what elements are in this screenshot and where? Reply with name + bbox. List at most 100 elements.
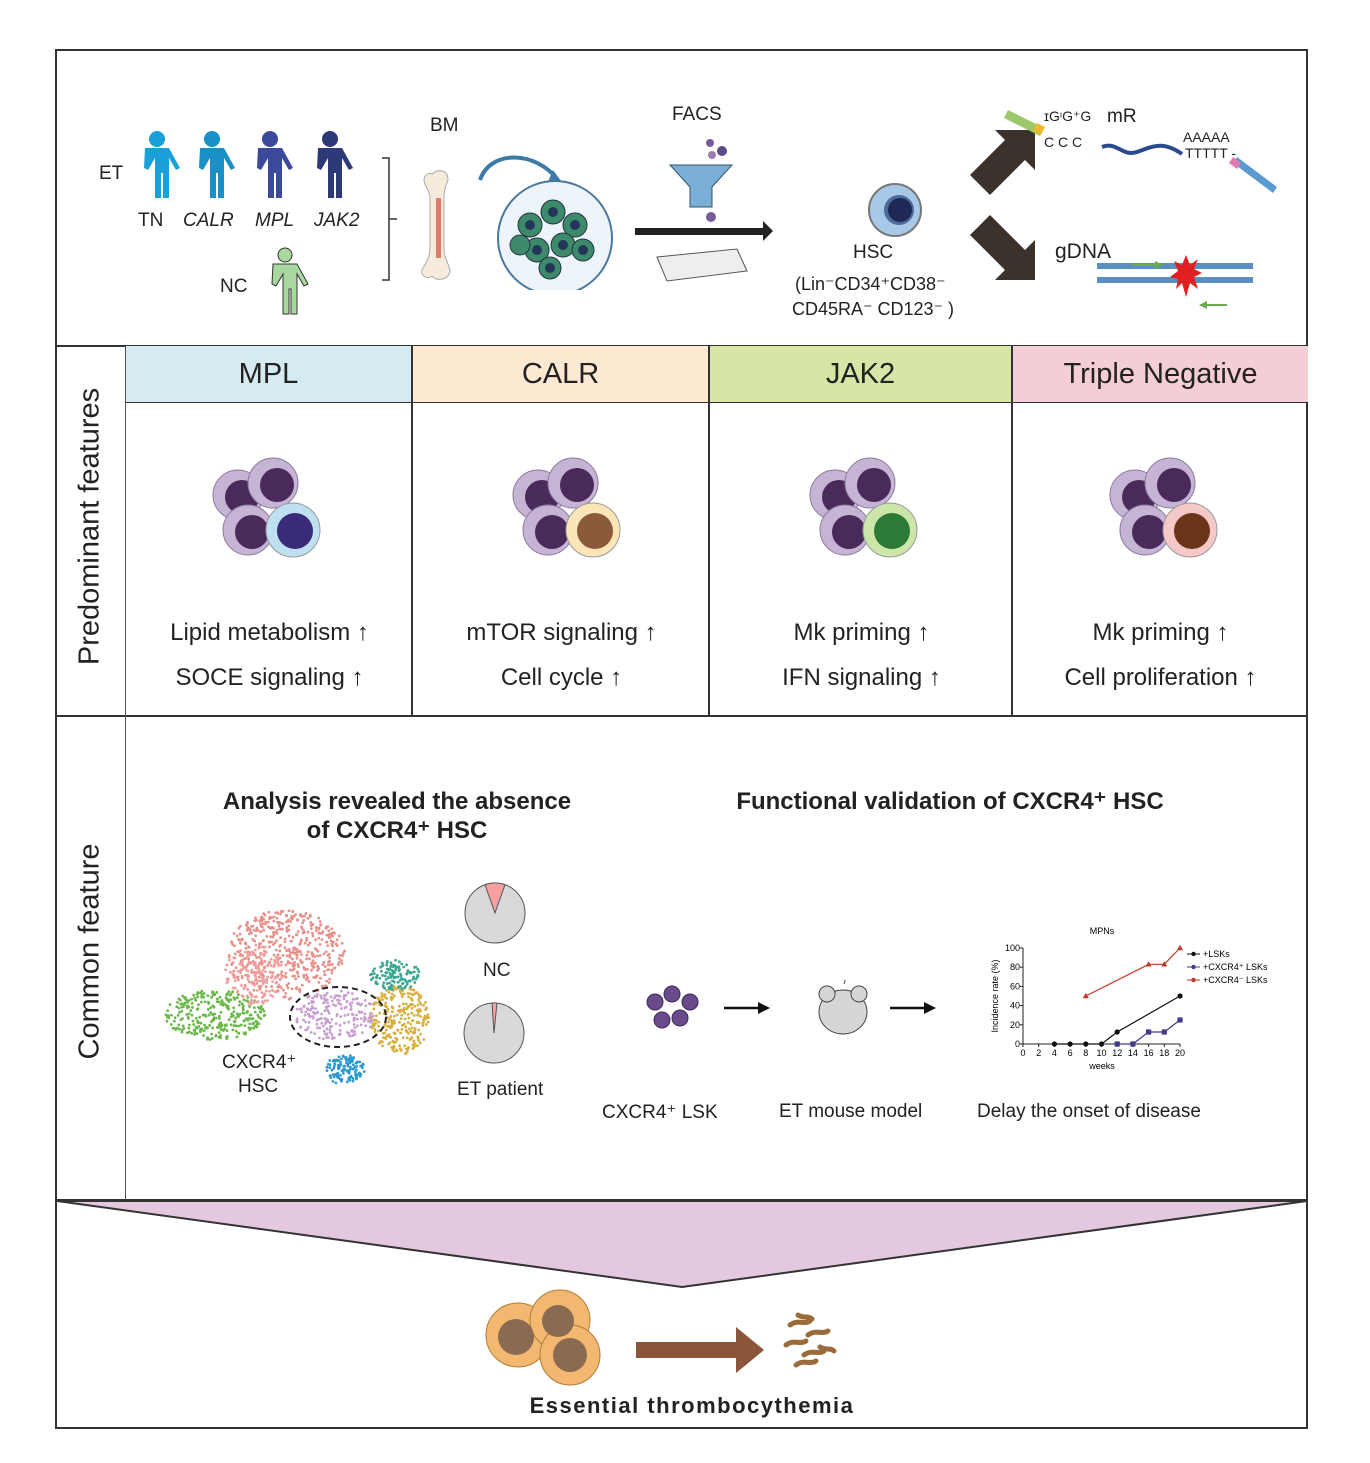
x-tick-label: 16 <box>1144 1048 1154 1058</box>
umap-point <box>304 912 308 915</box>
umap-point <box>181 1024 185 1028</box>
arrow-right-icon <box>636 1327 764 1373</box>
umap-point <box>382 1036 385 1039</box>
umap-point <box>270 926 274 929</box>
umap-point <box>390 1010 394 1014</box>
umap-point <box>261 961 265 965</box>
umap-point <box>226 1035 229 1038</box>
umap-point <box>279 972 283 976</box>
umap-point <box>392 994 396 998</box>
facs-label: FACS <box>672 104 722 125</box>
umap-point <box>311 931 314 935</box>
umap-point <box>275 916 279 920</box>
cell-nucleus <box>857 468 891 502</box>
umap-point <box>237 937 240 941</box>
umap-point <box>311 934 315 938</box>
lsk-label: CXCR4⁺ LSK <box>602 1102 718 1123</box>
umap-point <box>416 1044 419 1048</box>
umap-point <box>182 1027 186 1030</box>
umap-point <box>373 1030 377 1034</box>
umap-point <box>399 1048 403 1052</box>
umap-point <box>399 1017 403 1021</box>
umap-point <box>418 1041 422 1045</box>
feature-item: IFN signaling ↑ <box>782 664 941 691</box>
umap-point <box>307 957 311 961</box>
umap-point <box>248 1013 252 1017</box>
umap-point <box>176 1026 179 1030</box>
umap-point <box>285 949 288 953</box>
umap-point <box>306 916 310 920</box>
umap-point <box>215 990 219 994</box>
umap-point <box>332 1066 336 1070</box>
umap-point <box>407 995 410 999</box>
x-tick-label: 0 <box>1020 1048 1025 1058</box>
umap-label: HSC <box>238 1076 279 1097</box>
umap-point <box>383 986 386 990</box>
umap-point <box>290 939 293 943</box>
umap-point <box>190 1013 194 1017</box>
umap-point <box>426 1013 430 1017</box>
umap-point <box>393 1032 397 1035</box>
umap-point <box>327 981 331 984</box>
umap-point <box>366 1019 370 1023</box>
umap-point <box>271 980 274 983</box>
umap-point <box>372 1022 376 1026</box>
umap-point <box>355 1068 358 1072</box>
umap-point <box>302 965 306 969</box>
umap-point <box>369 978 373 982</box>
data-point <box>1114 1041 1120 1047</box>
umap-point <box>381 974 384 977</box>
outer-frame <box>55 49 1308 1429</box>
umap-point <box>347 1020 351 1024</box>
umap-point <box>306 1012 310 1016</box>
umap-point <box>305 973 308 977</box>
umap-point <box>339 1015 343 1019</box>
umap-point <box>340 1057 343 1061</box>
umap-point <box>273 963 276 967</box>
umap-point <box>354 1077 358 1081</box>
umap-point <box>236 1014 240 1018</box>
umap-point <box>278 927 282 931</box>
umap-point <box>376 982 379 986</box>
umap-point <box>169 1023 173 1026</box>
umap-point <box>424 1023 428 1026</box>
umap-point <box>410 1026 414 1030</box>
umap-point <box>294 913 297 916</box>
umap-point <box>276 953 280 957</box>
umap-point <box>389 1024 392 1028</box>
data-point <box>1082 992 1089 999</box>
umap-point <box>384 978 388 981</box>
umap-point <box>334 942 338 946</box>
umap-point <box>340 1078 344 1081</box>
umap-point <box>373 1028 377 1031</box>
umap-point <box>275 980 279 984</box>
umap-point <box>320 931 324 935</box>
data-point <box>1145 961 1152 967</box>
umap-point <box>255 982 259 985</box>
umap-point <box>404 1047 408 1051</box>
umap-point <box>397 1004 401 1008</box>
y-tick-label: 40 <box>1010 1001 1020 1011</box>
umap-point <box>415 1021 419 1025</box>
feature-item: Lipid metabolism ↑ <box>170 619 369 646</box>
umap-point <box>278 944 282 948</box>
data-point <box>1051 1041 1057 1047</box>
umap-point <box>402 965 406 969</box>
umap-point <box>378 998 381 1002</box>
umap-point <box>309 927 313 930</box>
umap-point <box>401 982 404 986</box>
umap-point <box>351 1033 355 1037</box>
umap-point <box>255 989 259 992</box>
umap-point <box>284 963 288 967</box>
cell-nucleus <box>560 468 594 502</box>
umap-point <box>352 1066 356 1070</box>
umap-point <box>288 968 292 972</box>
umap-point <box>332 1003 335 1007</box>
umap-point <box>258 961 262 965</box>
umap-point <box>419 1009 423 1013</box>
hsc-markers: (Lin⁻CD34⁺CD38⁻ <box>795 274 946 294</box>
umap-point <box>233 1019 237 1023</box>
umap-point <box>388 1041 392 1045</box>
umap-point <box>390 988 394 991</box>
umap-point <box>253 978 257 982</box>
